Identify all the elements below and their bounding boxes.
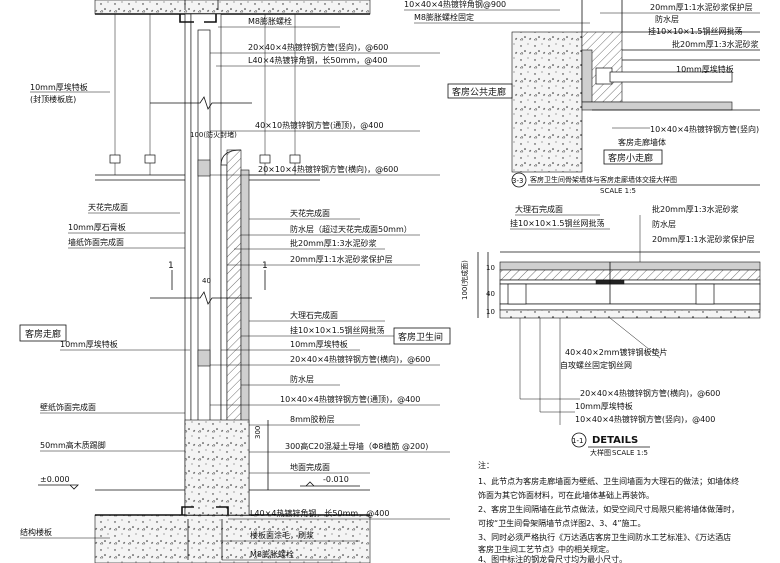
d33-scale: SCALE 1:5 — [600, 187, 636, 195]
label-wall-panel-note: (封顶楼板底) — [30, 94, 76, 104]
dim-300: 300 — [254, 426, 262, 439]
label-expansion-bolt-bottom: M8膨胀螺栓 — [250, 549, 294, 559]
label-cement-mortar: 批20mm厚1:3水泥砂浆 — [290, 238, 377, 248]
notes-line-2: 饰面为其它饰面材料，可在此墙体基础上再装饰。 — [478, 490, 654, 500]
notes-line-4: 可按“卫生间骨架隔墙节点详图2、3、4”施工。 — [478, 518, 646, 528]
notes-line-3: 2、客房卫生间隔墙在此节点做法，如受空间尺寸局限只能将墙体做薄时， — [478, 504, 739, 514]
d11-label-shim: 40×40×2mm镀锌钢板垫片 — [565, 347, 667, 357]
notes-line-5: 3、同时必须严格执行《万达酒店客房卫生间防水工艺标准》、《万达酒店 — [478, 532, 731, 542]
section-mark-right: 1 — [262, 261, 268, 271]
notes-line-7: 4、图中标注的钢龙骨尺寸均为最小尺寸。 — [478, 554, 627, 563]
detail-1-1: 100(完成面) 10 40 10 大理石完成面 挂10×10×1.5钢丝网批荡… — [460, 204, 761, 457]
label-ceiling-finish-left: 天花完成面 — [88, 202, 128, 212]
d33-label-wall: 客房走廊墙体 — [618, 137, 666, 147]
d11-label-mesh: 挂10×10×1.5钢丝网批荡 — [510, 218, 605, 228]
concrete-curb — [184, 419, 250, 516]
label-floor-slab: 结构楼板 — [20, 527, 52, 537]
label-wallpaper-finish: 墙纸饰面完成面 — [68, 237, 124, 247]
label-waterproof: 防水层（超过天花完成面50mm） — [290, 224, 412, 234]
label-stone-board: 10mm厚石膏板 — [68, 222, 126, 232]
label-steel-pipe-top: 20×40×4热镀锌钢方管(竖向)，@600 — [248, 42, 388, 52]
title-bathroom: 客房卫生间 — [398, 331, 443, 343]
main-section: 1 1 40 ±0.000 -0.010 300 10mm厚埃特板 (封顶楼板底… — [19, 0, 451, 563]
d33-label-r4: 批20mm厚1:3水泥砂浆 — [672, 39, 759, 49]
label-glue-layer: 8mm胶粉层 — [290, 414, 335, 424]
d11-label-marble: 大理石完成面 — [515, 204, 563, 214]
d11-label-protect: 20mm厚1:1水泥砂浆保护层 — [652, 234, 755, 244]
label-pipe-horizontal-2: 20×40×4热镀锌钢方管(横向)，@600 — [290, 354, 430, 364]
detail33-wall — [511, 31, 583, 173]
d33-title-corridor: 客房公共走廊 — [452, 86, 506, 98]
label-wall-panel: 10mm厚埃特板 — [30, 82, 88, 92]
d11-title-num: 1-1 — [572, 437, 583, 445]
d11-subtitle: 大样图 — [590, 448, 611, 457]
d33-label-top1: 10×40×4热镀锌角钢@900 — [404, 0, 506, 9]
notes-line-1: 1、此节点为客房走廊墙面为壁纸、卫生间墙面为大理石的做法；如墙体终 — [478, 476, 739, 486]
d11-title: DETAILS — [592, 435, 638, 446]
notes-line-6: 客房卫生间工艺节点》中的相关规定。 — [478, 544, 614, 554]
label-pipe-horizontal: 20×10×4热镀锌钢方管(横向)，@600 — [258, 164, 398, 174]
d11-label-pipe-v: 10×40×4热镀锌钢方管(竖向)，@400 — [575, 414, 715, 424]
dim-40: 40 — [202, 277, 211, 285]
ceiling-slab — [94, 0, 371, 15]
title-room-corridor: 客房走廊 — [25, 328, 61, 340]
level-neg: -0.010 — [323, 475, 349, 484]
label-dim-100: 100(防火封堵) — [190, 130, 237, 139]
d11-label-board: 10mm厚埃特板 — [575, 401, 633, 411]
notes: 注： 1、此节点为客房走廊墙面为壁纸、卫生间墙面为大理石的做法；如墙体终 饰面为… — [478, 460, 739, 563]
detail-3-3: 10×40×4热镀锌角钢@900 M8膨胀螺栓固定 20mm厚1:1水泥砂浆保护… — [404, 0, 760, 195]
floor-slab — [94, 514, 371, 563]
label-expansion-bolt-top: M8膨胀螺栓 — [248, 16, 292, 26]
label-marble-finish: 大理石完成面 — [290, 310, 338, 320]
d11-label-screw: 自攻螺丝固定钢丝网 — [560, 360, 632, 370]
notes-heading: 注： — [478, 460, 494, 470]
d33-label-r1: 20mm厚1:1水泥砂浆保护层 — [650, 2, 753, 12]
label-protect-layer: 20mm厚1:1水泥砂浆保护层 — [290, 254, 393, 264]
d33-label-r5: 10mm厚埃特板 — [676, 64, 734, 74]
d11-label-mortar: 批20mm厚1:3水泥砂浆 — [652, 204, 739, 214]
label-floor-finish: 地面完成面 — [290, 462, 330, 472]
d11-label-pipe-h: 20×40×4热镀锌钢方管(横向)，@600 — [580, 388, 720, 398]
level-zero: ±0.000 — [40, 475, 70, 484]
d33-title-num: 3-3 — [512, 177, 523, 185]
label-waterproof-2: 防水层 — [290, 374, 314, 384]
d11-dim-4: 100(完成面) — [460, 260, 469, 300]
d33-title: 客房卫生间骨架墙体与客房走廊墙体交接大样图 — [530, 175, 677, 184]
label-pipe-through-2: 10×40×4热镀锌钢方管(通顶)，@400 — [280, 394, 420, 404]
section-mark-left: 1 — [168, 261, 174, 271]
d33-label-r2: 防水层 — [655, 14, 679, 24]
d33-label-pipe: 10×40×4热镀锌钢方管(竖向) — [650, 124, 759, 134]
label-ette-board-left: 10mm厚埃特板 — [60, 339, 118, 349]
label-ceiling-finish-right: 天花完成面 — [290, 208, 330, 218]
d11-scale: SCALE 1:5 — [612, 449, 648, 457]
label-paint-finish: 壁纸饰面完成面 — [40, 402, 96, 412]
label-mesh: 挂10×10×1.5钢丝网批荡 — [290, 325, 385, 335]
d11-dim-1: 10 — [486, 264, 495, 272]
d11-dim-2: 40 — [486, 290, 495, 298]
d11-label-waterproof: 防水层 — [652, 219, 676, 229]
d33-label-top2: M8膨胀螺栓固定 — [414, 12, 474, 22]
label-pipe-through: 40×10热镀锌钢方管(通顶)，@400 — [255, 120, 384, 130]
label-curb: 300高C20混凝土导墙（Φ8植筋 @200) — [285, 441, 428, 451]
d33-title-small-corridor: 客房小走廊 — [608, 152, 653, 164]
d11-dim-3: 10 — [486, 308, 495, 316]
label-angle-steel-bottom: L40×4热镀锌角钢，长50mm，@400 — [250, 508, 389, 518]
d33-label-r3: 挂10×10×1.5钢丝网批荡 — [648, 26, 743, 36]
label-ette-board-right: 10mm厚埃特板 — [290, 339, 348, 349]
label-floor-membrane: 楼板面涂毛，刷浆 — [250, 530, 314, 540]
label-skirting: 50mm高木质踢脚 — [40, 440, 106, 450]
label-angle-steel-top: L40×4热镀锌角钢，长50mm，@400 — [248, 55, 387, 65]
